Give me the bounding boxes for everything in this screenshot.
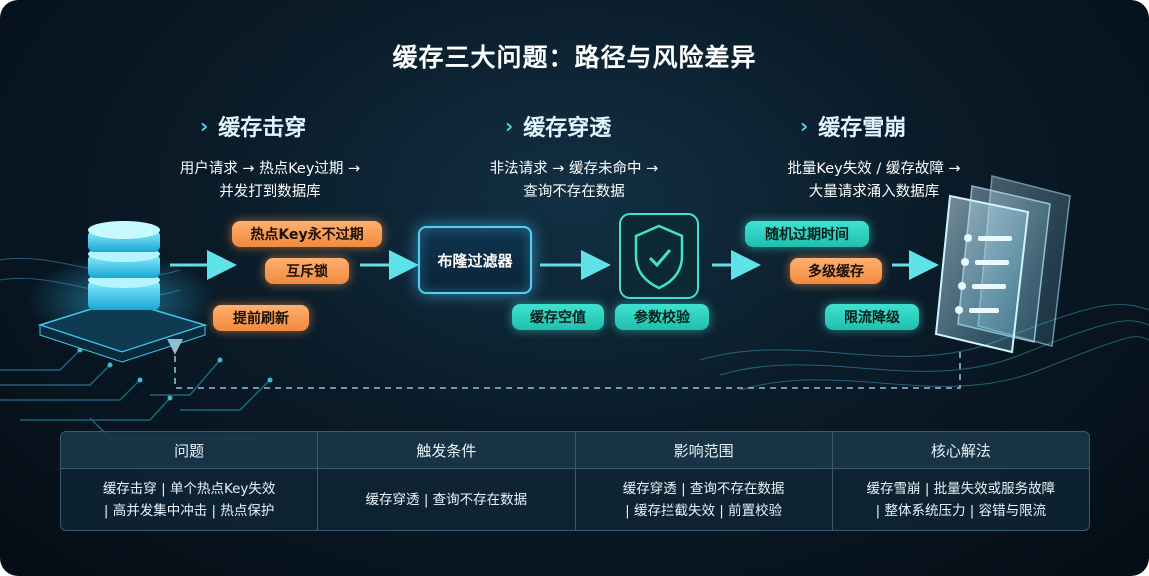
table-header: 核心解法 xyxy=(832,432,1089,469)
documents-icon xyxy=(934,175,1071,354)
table-column: 核心解法 缓存雪崩 | 批量失效或服务故障 | 整体系统压力 | 容错与限流 xyxy=(832,432,1089,530)
section-desc-avalanche: 批量Key失效 / 缓存故障 → 大量请求涌入数据库 xyxy=(744,158,1004,204)
solution-pill: 限流降级 xyxy=(825,304,919,330)
section-title-penetration: › 缓存穿透 xyxy=(505,110,611,142)
table-cell: 缓存穿透 | 查询不存在数据 | 缓存拦截失效 | 前置校验 xyxy=(576,469,832,530)
section-desc-breakdown: 用户请求 → 热点Key过期 → 并发打到数据库 xyxy=(140,158,400,204)
comparison-table: 问题 缓存击穿 | 单个热点Key失效 | 高并发集中冲击 | 热点保护 触发条… xyxy=(60,431,1090,531)
table-column: 影响范围 缓存穿透 | 查询不存在数据 | 缓存拦截失效 | 前置校验 xyxy=(575,432,833,530)
section-title-breakdown: › 缓存击穿 xyxy=(200,110,306,142)
table-cell: 缓存雪崩 | 批量失效或服务故障 | 整体系统压力 | 容错与限流 xyxy=(833,469,1089,530)
solution-pill: 缓存空值 xyxy=(512,304,604,330)
solution-pill: 提前刷新 xyxy=(213,305,309,331)
cell-line: | 缓存拦截失效 | 前置校验 xyxy=(625,502,783,519)
section-title-text: 缓存穿透 xyxy=(523,116,612,141)
desc-line: 用户请求 → 热点Key过期 → xyxy=(179,161,361,177)
chevron-right-icon: › xyxy=(505,114,514,138)
cell-line: | 整体系统压力 | 容错与限流 xyxy=(875,502,1047,519)
solution-pill: 互斥锁 xyxy=(265,258,349,284)
table-cell: 缓存穿透 | 查询不存在数据 xyxy=(318,469,574,530)
return-dashed-arrow xyxy=(167,338,961,389)
cell-line: 缓存击穿 | 单个热点Key失效 xyxy=(102,480,276,497)
section-title-avalanche: › 缓存雪崩 xyxy=(800,110,906,142)
chevron-right-icon: › xyxy=(200,114,209,138)
solution-pill: 多级缓存 xyxy=(790,258,882,284)
database-icon xyxy=(88,221,160,310)
solution-pill: 热点Key永不过期 xyxy=(232,221,382,247)
circuit-traces xyxy=(0,349,271,439)
table-header: 问题 xyxy=(61,432,318,469)
chevron-right-icon: › xyxy=(800,114,809,138)
shield-icon xyxy=(619,213,699,299)
bloom-filter-box: 布隆过滤器 xyxy=(418,226,532,294)
section-title-text: 缓存雪崩 xyxy=(818,116,907,141)
cell-line: 缓存穿透 | 查询不存在数据 xyxy=(622,480,785,497)
diagram-title: 缓存三大问题：路径与风险差异 xyxy=(392,43,757,72)
table-cell: 缓存击穿 | 单个热点Key失效 | 高并发集中冲击 | 热点保护 xyxy=(61,469,317,530)
desc-line: 批量Key失效 / 缓存故障 → xyxy=(787,161,961,177)
table-column: 触发条件 缓存穿透 | 查询不存在数据 xyxy=(318,432,576,530)
section-desc-penetration: 非法请求 → 缓存未命中 → 查询不存在数据 xyxy=(444,158,704,204)
cell-line: 缓存雪崩 | 批量失效或服务故障 xyxy=(866,480,1056,497)
table-column: 问题 缓存击穿 | 单个热点Key失效 | 高并发集中冲击 | 热点保护 xyxy=(61,432,319,530)
solution-pill: 随机过期时间 xyxy=(745,221,869,247)
cell-line: 缓存穿透 | 查询不存在数据 xyxy=(365,491,528,508)
solution-pill: 参数校验 xyxy=(615,304,709,330)
desc-line: 并发打到数据库 xyxy=(219,184,321,200)
table-header: 触发条件 xyxy=(318,432,575,469)
section-title-text: 缓存击穿 xyxy=(218,116,307,141)
cell-line: | 高并发集中冲击 | 热点保护 xyxy=(103,502,275,519)
desc-line: 查询不存在数据 xyxy=(523,184,625,200)
table-header: 影响范围 xyxy=(575,432,832,469)
desc-line: 大量请求涌入数据库 xyxy=(808,184,940,200)
desc-line: 非法请求 → 缓存未命中 → xyxy=(489,161,659,177)
